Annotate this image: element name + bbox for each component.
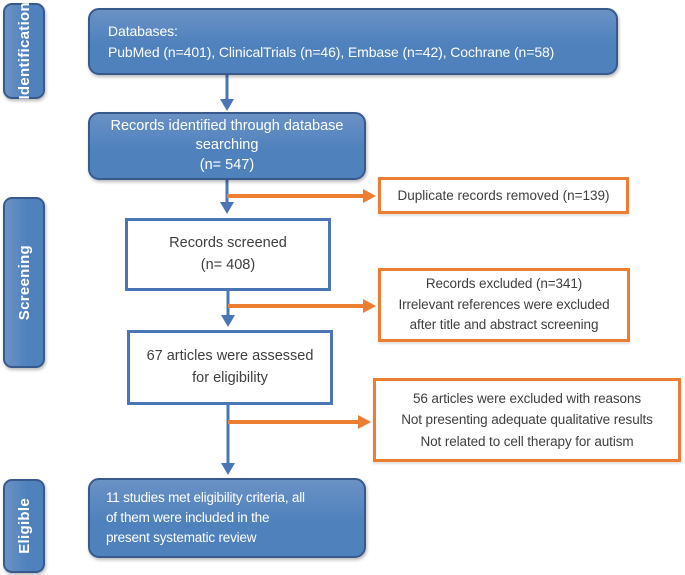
excluded-reasons-line: 56 articles were excluded with reasons — [412, 390, 642, 406]
arrow-identified-to-screened — [220, 180, 234, 214]
records-screened-box: Records screened (n= 408) — [125, 218, 331, 291]
records-screened-line: Records screened — [169, 234, 287, 251]
included-studies-line: 11 studies met eligibility criteria, all — [106, 489, 305, 505]
records-identified-box: Records identified through database sear… — [88, 112, 366, 180]
stage-label-text: Eligible — [15, 498, 33, 554]
records-excluded-box: Records excluded (n=341) Irrelevant refe… — [378, 268, 630, 342]
duplicates-removed-box: Duplicate records removed (n=139) — [378, 177, 629, 214]
included-studies-box: 11 studies met eligibility criteria, all… — [88, 478, 366, 558]
duplicates-removed-line: Duplicate records removed (n=139) — [397, 188, 610, 203]
stage-label-screening: Screening — [3, 197, 45, 368]
records-excluded-line: after title and abstract screening — [409, 317, 599, 333]
records-excluded-line: Records excluded (n=341) — [425, 275, 583, 291]
arrow-screened-to-assessed — [221, 291, 235, 327]
records-screened-line: (n= 408) — [200, 256, 256, 273]
records-excluded-line: Irrelevant references were excluded — [398, 296, 610, 312]
stage-label-text: Identification — [15, 2, 33, 100]
databases-box: Databases: PubMed (n=401), ClinicalTrial… — [88, 8, 618, 75]
stage-label-eligible: Eligible — [3, 479, 45, 573]
arrow-to-reasons — [228, 415, 371, 429]
included-studies-line: of them were included in the — [106, 509, 270, 525]
assessed-eligibility-line: 67 articles were assessed — [146, 347, 314, 364]
stage-label-identification: Identification — [3, 2, 45, 100]
included-studies-line: present systematic review — [106, 530, 257, 546]
arrow-to-excluded — [228, 299, 376, 313]
excluded-reasons-line: Not presenting adequate qualitative resu… — [401, 412, 653, 428]
arrow-assessed-to-included — [221, 405, 235, 475]
databases-line: PubMed (n=401), ClinicalTrials (n=46), E… — [108, 43, 555, 60]
excluded-reasons-box: 56 articles were excluded with reasons N… — [373, 378, 681, 462]
records-identified-line: (n= 547) — [199, 156, 255, 173]
records-identified-line: Records identified through database — [110, 117, 344, 134]
assessed-eligibility-box: 67 articles were assessed for eligibilit… — [127, 330, 333, 405]
records-identified-line: searching — [195, 137, 259, 154]
arrow-to-duplicates — [227, 189, 376, 203]
stage-label-text: Screening — [15, 244, 33, 321]
arrow-databases-to-identified — [220, 75, 234, 111]
assessed-eligibility-line: for eligibility — [192, 369, 268, 386]
databases-line: Databases: — [108, 23, 178, 40]
excluded-reasons-line: Not related to cell therapy for autism — [420, 433, 634, 449]
